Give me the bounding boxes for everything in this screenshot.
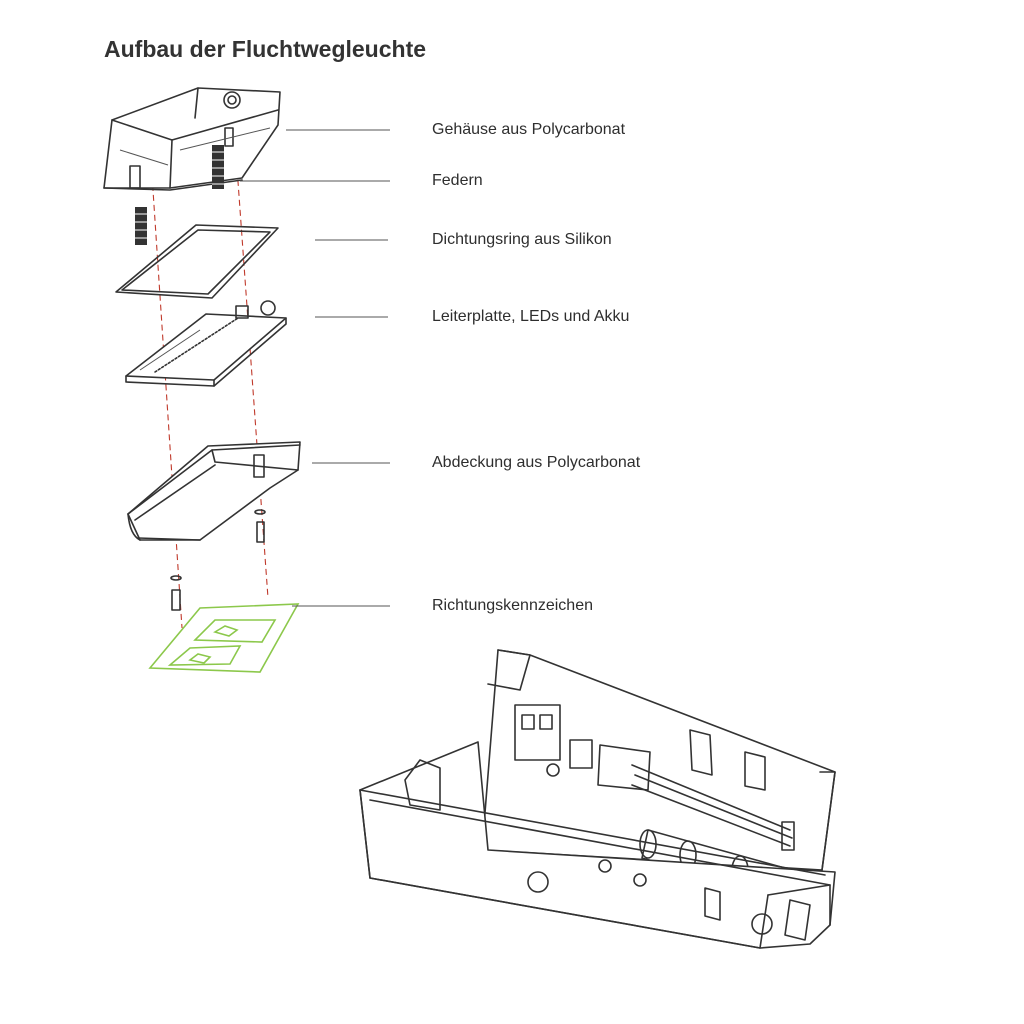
- housing-part: [103, 87, 281, 191]
- cover-part: [127, 441, 301, 541]
- page-title: Aufbau der Fluchtwegleuchte: [104, 36, 427, 62]
- circuit-board-part: [125, 300, 287, 387]
- label-springs: Federn: [432, 172, 483, 189]
- label-seal-ring: Dichtungsring aus Silikon: [432, 231, 612, 248]
- label-circuit-board: Leiterplatte, LEDs und Akku: [432, 308, 630, 325]
- direction-sign-part: [148, 603, 300, 673]
- label-direction-sign: Richtungskennzeichen: [432, 597, 593, 614]
- open-luminaire-view: [359, 649, 836, 949]
- seal-ring-part: [115, 224, 279, 299]
- springs-part: [135, 145, 224, 245]
- screws-part: [170, 509, 266, 611]
- label-housing: Gehäuse aus Polycarbonat: [432, 121, 626, 138]
- leader-lines: [240, 129, 390, 607]
- label-cover: Abdeckung aus Polycarbonat: [432, 454, 641, 471]
